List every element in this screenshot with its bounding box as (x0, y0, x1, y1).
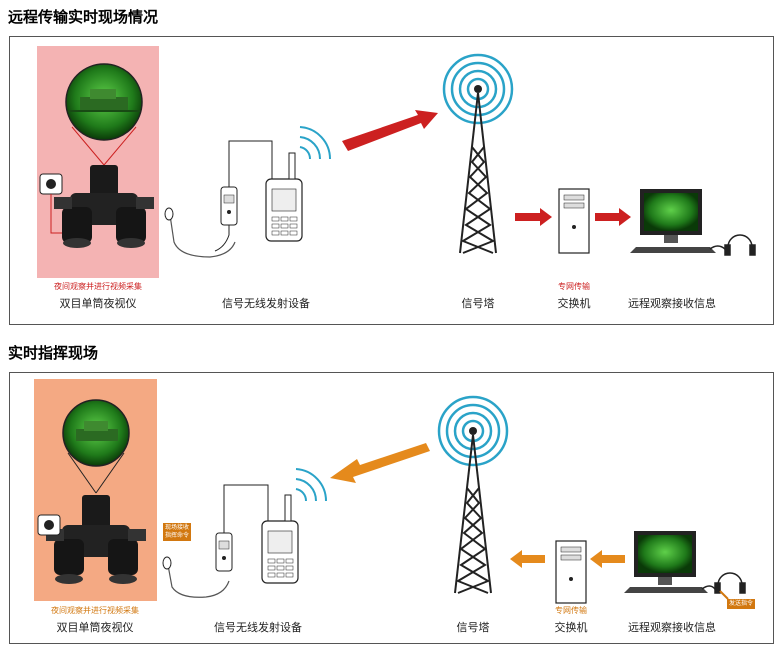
section2-diagram (34, 379, 746, 604)
night-vision-view-icon (62, 399, 130, 494)
headset-icon (709, 234, 756, 256)
binocular-label: 双目单筒夜视仪 (56, 621, 134, 634)
switch-icon (555, 540, 587, 604)
uplink-arrow (342, 110, 438, 151)
earphone-icon (162, 556, 172, 570)
radio-transmitter-icon (265, 152, 303, 242)
night-vision-view-icon (65, 63, 143, 166)
wireless-signal-icon (295, 468, 328, 502)
capture-link (50, 194, 62, 234)
section2-panel: 现场接收 指挥命令 发送指令 夜间观察并进行视频采集 双目单筒夜视仪 信号无线发… (9, 372, 774, 644)
controller-cable (228, 140, 273, 187)
earphone-cable (167, 564, 230, 598)
controller-icon (215, 532, 233, 572)
radio-transmitter-icon (261, 494, 299, 584)
monitor-icon (624, 531, 708, 593)
earphone-icon (164, 207, 174, 221)
transmitter-label: 信号无线发射设备 (222, 297, 310, 310)
switch-label: 交换机 (554, 621, 588, 634)
send-command-callout: 发送指令 (727, 599, 756, 609)
section1-title: 远程传输实时现场情况 (8, 8, 159, 26)
receiver-label: 远程观察接收信息 (628, 621, 716, 634)
monitor-icon (630, 189, 716, 253)
capture-sublabel: 夜间观察并进行视频采集 (51, 606, 139, 615)
binocular-label: 双目单筒夜视仪 (59, 297, 137, 310)
switch-to-tower-arrow (510, 550, 545, 568)
controller-icon (220, 186, 238, 226)
section2-title: 实时指挥现场 (8, 344, 99, 362)
switch-icon (558, 188, 590, 254)
transmitter-label: 信号无线发射设备 (214, 621, 302, 634)
receiver-to-switch-arrow (590, 550, 625, 568)
section1-panel: 夜间观察并进行视频采集 双目单筒夜视仪 信号无线发射设备 信号塔 专网传输 交换… (9, 36, 774, 325)
switch-label: 交换机 (557, 297, 591, 310)
tower-label: 信号塔 (461, 297, 495, 310)
camera-icon (37, 514, 61, 536)
binocular-night-vision-icon (54, 165, 154, 248)
receive-command-callout: 现场接收 指挥命令 (163, 523, 192, 541)
tower-to-switch-arrow (515, 208, 552, 226)
signal-tower-icon (437, 395, 509, 594)
switch-to-receiver-arrow (595, 208, 631, 226)
earphone-cable (169, 214, 236, 258)
capture-sublabel: 夜间观察并进行视频采集 (54, 282, 142, 291)
controller-cable (223, 484, 269, 533)
dedicated-sublabel: 专网传输 (555, 606, 587, 615)
binocular-night-vision-icon (46, 495, 146, 584)
headset-icon (701, 572, 746, 594)
tower-label: 信号塔 (456, 621, 490, 634)
downlink-arrow (330, 443, 430, 483)
wireless-signal-icon (299, 126, 332, 160)
camera-icon (39, 173, 63, 195)
dedicated-sublabel: 专网传输 (558, 282, 590, 291)
section1-diagram (37, 46, 756, 278)
receiver-label: 远程观察接收信息 (628, 297, 716, 310)
signal-tower-icon (442, 53, 514, 254)
